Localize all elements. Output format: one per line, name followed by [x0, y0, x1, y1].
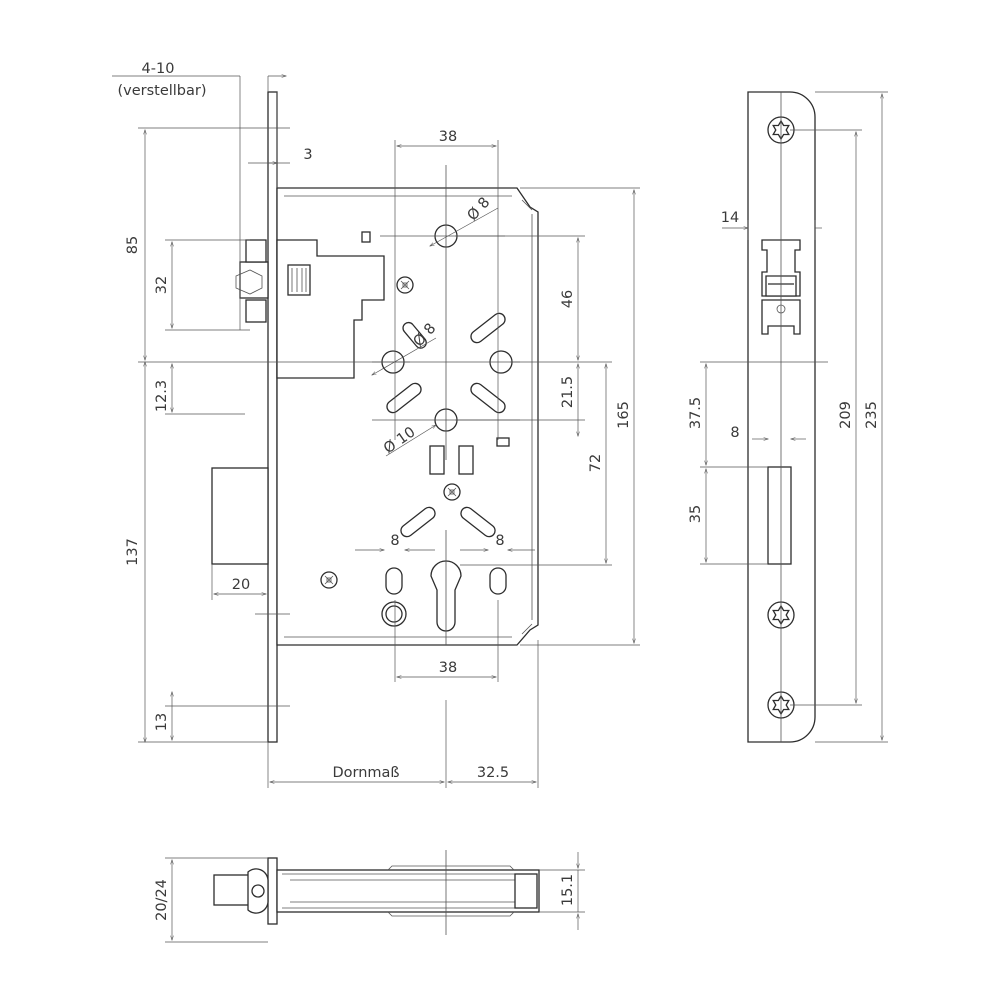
- dimension-lines-front: [112, 76, 640, 788]
- label-dim-137: 137: [125, 538, 141, 566]
- dimension-lines-side: [700, 91, 888, 743]
- label-strike-37-5: 37.5: [688, 397, 704, 429]
- faceplate-side-view: [700, 91, 828, 743]
- label-dornmass: Dornmaß: [332, 765, 399, 781]
- slotted-holes: [386, 312, 506, 538]
- deadbolt: [211, 467, 269, 565]
- dimension-lines-bottom: [165, 852, 585, 943]
- label-dim-32-5: 32.5: [477, 765, 509, 781]
- label-dim-32: 32: [154, 276, 170, 294]
- label-adjust-range: 4-10: [142, 61, 175, 77]
- faceplate: [267, 91, 278, 743]
- label-dim-85: 85: [125, 236, 141, 254]
- strike-plate: [747, 91, 816, 743]
- label-bottom-20-24: 20/24: [154, 879, 170, 921]
- bottom-faceplate: [267, 857, 278, 925]
- label-dim-38-bottom: 38: [439, 660, 457, 676]
- label-dim-38-top: 38: [439, 129, 457, 145]
- latch-bolt: [235, 239, 385, 379]
- label-dim-46: 46: [560, 290, 576, 308]
- label-bottom-15-1: 15.1: [560, 874, 576, 906]
- label-strike-209: 209: [838, 401, 854, 429]
- label-dim-72: 72: [588, 454, 604, 472]
- label-dim-13: 13: [154, 713, 170, 731]
- label-strike-14: 14: [721, 210, 739, 226]
- label-dim-8-right: 8: [495, 533, 504, 549]
- label-dim-12-3: 12.3: [154, 380, 170, 412]
- label-dim-20: 20: [232, 577, 250, 593]
- label-dim-21-5: 21.5: [560, 376, 576, 408]
- label-dim-8-left: 8: [390, 533, 399, 549]
- label-dim-3: 3: [303, 147, 312, 163]
- label-strike-35: 35: [688, 505, 704, 523]
- lock-front-view: [211, 91, 539, 743]
- label-adjust-note: (verstellbar): [117, 83, 206, 99]
- label-strike-235: 235: [864, 401, 880, 429]
- label-strike-8: 8: [730, 425, 739, 441]
- lock-top-view: [213, 850, 540, 935]
- deadbolt-opening: [767, 466, 792, 565]
- label-dim-165: 165: [616, 401, 632, 429]
